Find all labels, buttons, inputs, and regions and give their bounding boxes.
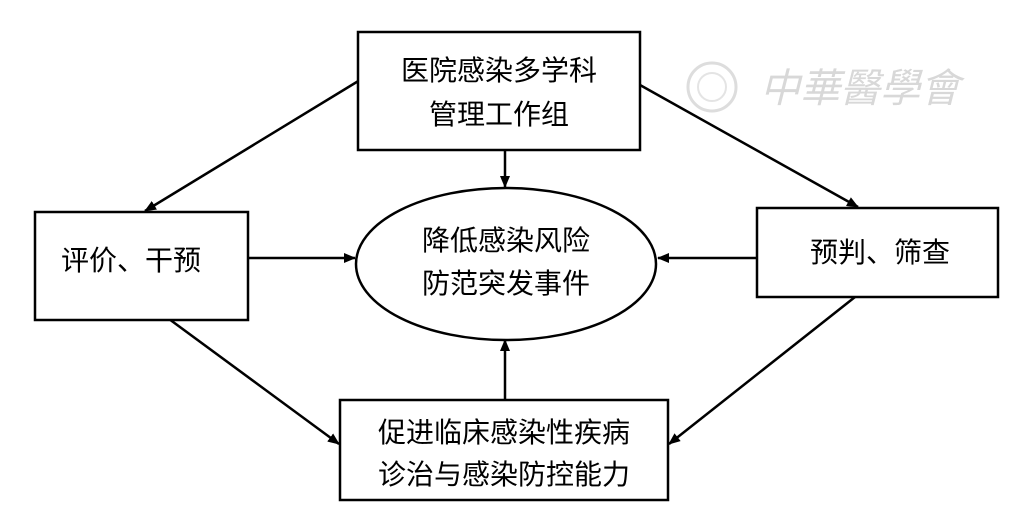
node-top-line1: 医院感染多学科 — [401, 54, 597, 87]
arrow-left-to-bottom — [149, 303, 340, 446]
node-top-line2: 管理工作组 — [429, 98, 569, 131]
node-left: 评价、干预 — [33, 210, 250, 322]
node-center-line1: 降低感染风险 — [422, 224, 590, 257]
arrow-top-to-right — [639, 83, 859, 209]
node-bottom-line2: 诊治与感染防控能力 — [378, 458, 630, 491]
arrow-top-to-left — [144, 78, 361, 213]
node-center-line2: 防范突发事件 — [422, 267, 590, 300]
node-bottom: 促进临床感染性疾病 诊治与感染防控能力 — [338, 398, 670, 502]
node-bottom-line1: 促进临床感染性疾病 — [378, 416, 630, 449]
arrow-right-to-bottom — [668, 296, 856, 445]
node-top: 医院感染多学科 管理工作组 — [356, 30, 642, 152]
node-right-label: 预判、筛查 — [810, 236, 950, 269]
watermark-text: 中華醫學會 — [760, 66, 965, 112]
watermark: 中華醫學會 — [686, 61, 965, 113]
node-center: 降低感染风险 防范突发事件 — [354, 186, 658, 342]
node-left-label: 评价、干预 — [61, 244, 201, 277]
seal-icon — [686, 61, 738, 113]
node-right: 预判、筛查 — [755, 206, 1000, 299]
arrows — [144, 78, 859, 446]
